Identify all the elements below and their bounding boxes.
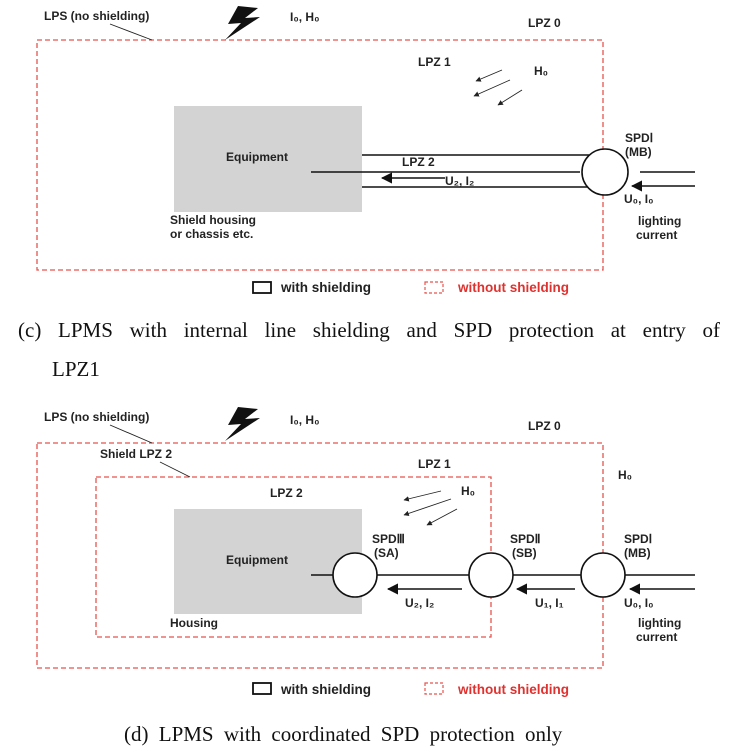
legend-with-shielding-c: with shielding [280, 280, 371, 295]
lightning-bolt-icon [225, 6, 260, 40]
shield-housing-label-c: Shield housing [170, 213, 256, 227]
mb-label-d: (MB) [624, 546, 651, 560]
housing-label-d: Housing [170, 616, 218, 630]
lpz1-boundary-d [36, 442, 604, 669]
current-label-c: current [636, 228, 677, 242]
caption-c-line1: (c) LPMS with internal line shielding an… [18, 318, 720, 342]
lps-leader-d [109, 424, 153, 444]
spd1-label-d: SPDⅠ [624, 532, 652, 546]
lps-leader-c [109, 23, 153, 41]
field-arrow-1-d [403, 490, 442, 502]
legend-without-shielding-d: without shielding [457, 682, 569, 697]
shield-lpz2-label-d: Shield LPZ 2 [100, 447, 172, 461]
u1i1-label-d: U₁, I₁ [535, 596, 564, 610]
lps-label-d: LPS (no shielding) [44, 410, 149, 424]
u2i2-label-d: U₂, I₂ [405, 596, 434, 610]
lightning-bolt-icon [225, 407, 260, 441]
equipment-label-d: Equipment [226, 553, 288, 567]
lighting-label-c: lighting [638, 214, 681, 228]
equipment-box-d [174, 509, 362, 614]
legend-with-shielding-d: with shielding [280, 682, 371, 697]
spd3-circle-d [332, 552, 378, 598]
caption-c-line2: LPZ1 [52, 357, 100, 381]
sa-label-d: (SA) [374, 546, 399, 560]
lps-label-c: LPS (no shielding) [44, 9, 149, 23]
equipment-label-c: Equipment [226, 150, 288, 164]
diagram-d: LPS (no shielding) Shield LPZ 2 I₀, H₀ L… [36, 407, 695, 697]
spd2-circle-d [468, 552, 514, 598]
u0i0-label-c: U₀, I₀ [624, 192, 653, 206]
field-arrow-2-d [403, 498, 452, 516]
legend-dashed-box-d [424, 682, 444, 695]
lighting-label-d: lighting [638, 616, 681, 630]
lpz2-label-c: LPZ 2 [402, 155, 435, 169]
caption-d: (d) LPMS with coordinated SPD protection… [124, 722, 563, 746]
h0-outer-label-d: H₀ [618, 468, 632, 482]
lpz1-label-c: LPZ 1 [418, 55, 451, 69]
source-label-c: I₀, H₀ [290, 10, 319, 24]
lpz1-label-d: LPZ 1 [418, 457, 451, 471]
spd3-label-d: SPDⅢ [372, 532, 405, 546]
current-label-d: current [636, 630, 677, 644]
lpz0-label-c: LPZ 0 [528, 16, 561, 30]
spd2-label-d: SPDⅡ [510, 532, 541, 546]
field-arrow-1-c [475, 69, 503, 82]
shield-leader-d [159, 461, 191, 478]
lpz2-label-d: LPZ 2 [270, 486, 303, 500]
u0i0-label-d: U₀, I₀ [624, 596, 653, 610]
equipment-box-c [174, 106, 362, 212]
legend-solid-box-c [252, 281, 272, 294]
legend-dashed-box-c [424, 281, 444, 294]
chassis-label-c: or chassis etc. [170, 227, 253, 241]
field-arrow-3-c [497, 89, 523, 106]
legend-without-shielding-c: without shielding [457, 280, 569, 295]
source-label-d: I₀, H₀ [290, 413, 319, 427]
field-arrow-3-d [426, 508, 458, 526]
spd1-circle-d [580, 552, 626, 598]
h0-label-c: H₀ [534, 64, 548, 78]
spd1-circle-c [581, 148, 629, 196]
spd1-label-c: SPDⅠ [625, 131, 653, 145]
h0-inner-label-d: H₀ [461, 484, 475, 498]
sb-label-d: (SB) [512, 546, 537, 560]
legend-solid-box-d [252, 682, 272, 695]
diagram-c: LPS (no shielding) I₀, H₀ LPZ 0 LPZ 1 H₀… [36, 6, 695, 295]
u2i2-label-c: U₂, I₂ [445, 174, 474, 188]
field-arrow-2-c [473, 79, 511, 97]
lpz0-label-d: LPZ 0 [528, 419, 561, 433]
mb-label-c: (MB) [625, 145, 652, 159]
